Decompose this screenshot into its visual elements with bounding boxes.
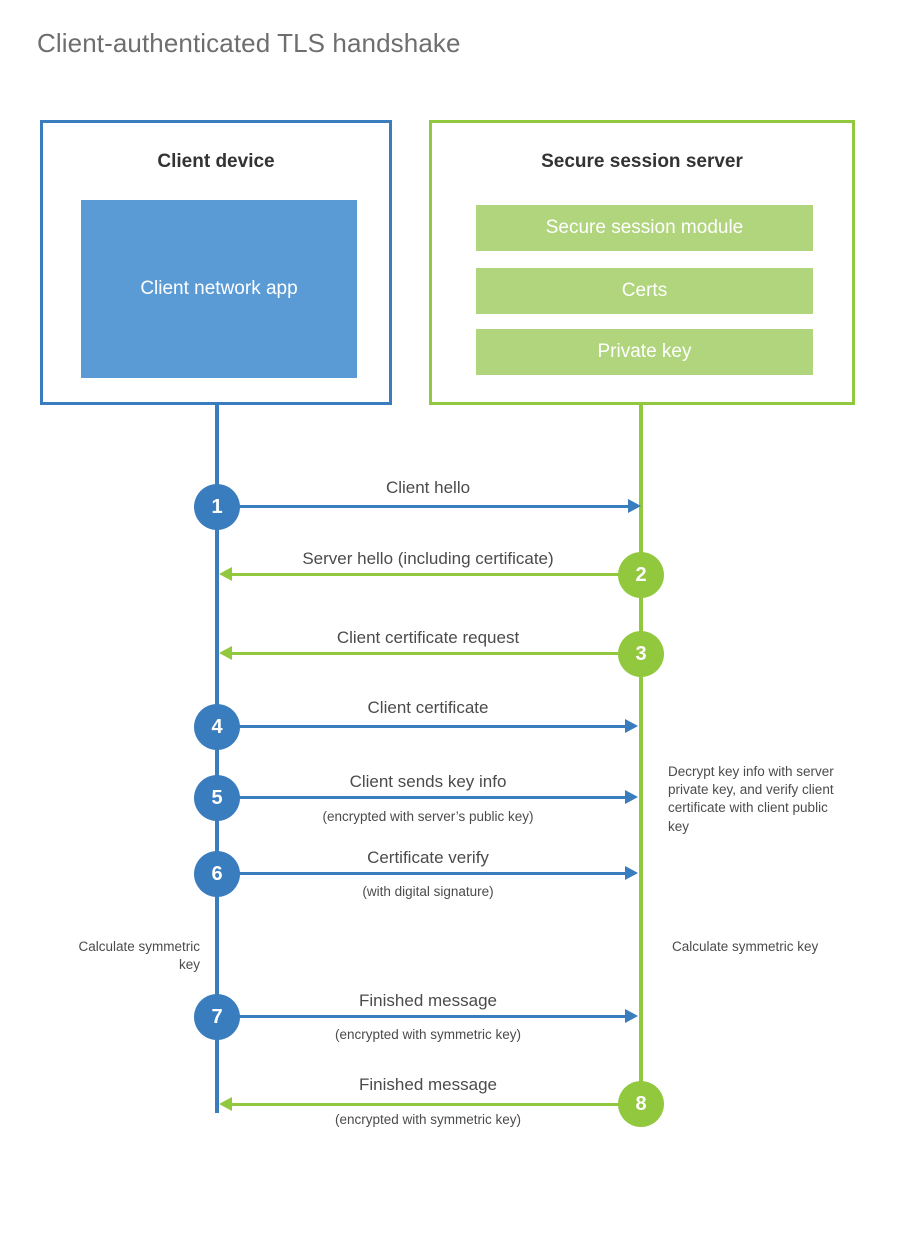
step-7-label: Finished message: [359, 991, 497, 1010]
server-module-private-key: Private key: [476, 329, 813, 375]
client-device-title: Client device: [157, 151, 275, 172]
server-module-certs: Certs: [476, 268, 813, 314]
step-8-arrowhead-icon: [219, 1097, 232, 1111]
step-2-arrowhead-icon: [219, 567, 232, 581]
step-1-label: Client hello: [385, 478, 471, 497]
step-5-label: Client sends key info: [349, 772, 507, 791]
client-calculate-symmetric-key-note: Calculate symmetric key: [78, 939, 200, 973]
step-badge-1[interactable]: 1: [194, 484, 240, 530]
step-8-label: Finished message: [359, 1075, 497, 1094]
page-title: Client-authenticated TLS handshake: [37, 28, 461, 58]
step-2-label: Server hello (including certificate): [302, 549, 554, 568]
step-badge-6[interactable]: 6: [194, 851, 240, 897]
step-6-arrow-line: [219, 872, 625, 875]
step-4-arrow-line: [219, 725, 625, 728]
secure-session-server-box: Secure session server Secure session mod…: [429, 120, 855, 405]
step-badge-3[interactable]: 3: [618, 631, 664, 677]
step-3-arrowhead-icon: [219, 646, 232, 660]
step-1-arrowhead-icon: [628, 499, 641, 513]
server-module-secure-session-module: Secure session module: [476, 205, 813, 251]
step-badge-8[interactable]: 8: [618, 1081, 664, 1127]
step-8-arrow-line: [232, 1103, 641, 1106]
step-4-label: Client certificate: [367, 698, 489, 717]
client-network-app-block: Client network app: [81, 200, 357, 378]
step-7-arrowhead-icon: [625, 1009, 638, 1023]
client-device-box: Client device Client network app: [40, 120, 392, 405]
step-3-arrow-line: [232, 652, 641, 655]
step-6-label: Certificate verify: [367, 848, 489, 867]
step-1-arrow-line: [219, 505, 628, 508]
step-4-arrowhead-icon: [625, 719, 638, 733]
step-2-arrow-line: [232, 573, 641, 576]
step-6-sublabel: (with digital signature): [362, 884, 494, 899]
server-decrypt-note: Decrypt key info with server private key…: [668, 764, 834, 834]
server-calculate-symmetric-key-note: Calculate symmetric key: [672, 939, 819, 954]
step-8-sublabel: (encrypted with symmetric key): [334, 1112, 522, 1127]
server-lifeline: [639, 405, 643, 1105]
step-badge-2[interactable]: 2: [618, 552, 664, 598]
step-6-arrowhead-icon: [625, 866, 638, 880]
step-badge-7[interactable]: 7: [194, 994, 240, 1040]
secure-session-server-title: Secure session server: [541, 151, 743, 172]
step-5-arrow-line: [219, 796, 625, 799]
step-7-sublabel: (encrypted with symmetric key): [334, 1027, 522, 1042]
client-lifeline: [215, 405, 219, 1113]
step-5-sublabel: (encrypted with server’s public key): [322, 809, 534, 824]
step-3-label: Client certificate request: [336, 628, 520, 647]
step-badge-4[interactable]: 4: [194, 704, 240, 750]
step-badge-5[interactable]: 5: [194, 775, 240, 821]
step-5-arrowhead-icon: [625, 790, 638, 804]
step-7-arrow-line: [219, 1015, 625, 1018]
